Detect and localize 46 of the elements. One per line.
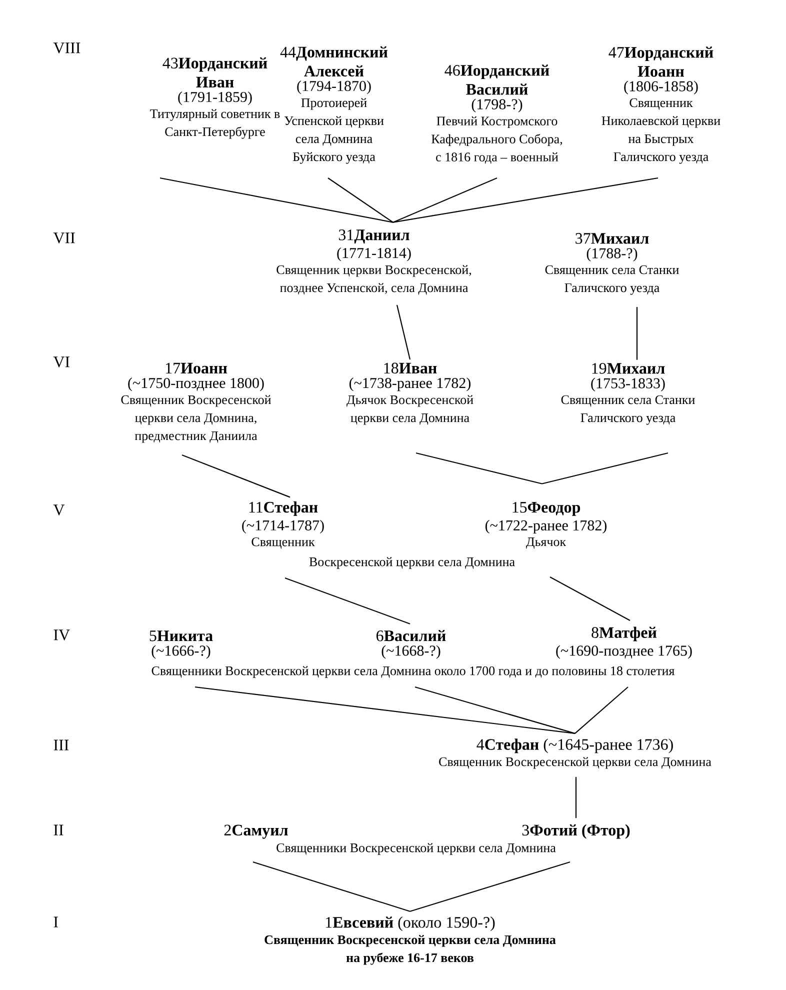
genealogy-entry: 37Михаил (1788-?) Священник села Станки Галичского уезда bbox=[545, 233, 679, 295]
genealogy-entry: 3Фотий (Фтор) bbox=[522, 824, 630, 839]
generation-numeral: III bbox=[54, 740, 69, 750]
connector-line bbox=[194, 686, 576, 734]
genealogy-entry: 43Иорданский Иван (1791-1859) Титулярный советник в Санкт-Петербурге bbox=[150, 57, 280, 139]
connector-line bbox=[284, 577, 410, 624]
generation-numeral: I bbox=[54, 916, 58, 928]
connector-line bbox=[328, 178, 394, 223]
genealogy-entry: 6Василий (~1668-?) bbox=[376, 630, 446, 659]
genealogy-entry: 1Евсевий (около 1590-?) Священник Воскресенской церкви села Домнина на рубеже 16-17 веков bbox=[264, 916, 556, 965]
genealogy-entry: 44Домнинский Алексей (1794-1870) Протоиерей Успенской церкви села Домнина Буйского уезда bbox=[280, 46, 388, 164]
connector-line bbox=[160, 177, 394, 223]
genealogy-entry: 31Даниил (1771-1814) Священник церкви Воскресенской, позднее Успенской, села Домнина bbox=[276, 230, 472, 295]
genealogy-entry: 47Иорданский Иоанн (1806-1858) Священник Николаевской церкви на Быстрых Галичского уезда bbox=[602, 46, 720, 164]
generation-numeral: II bbox=[54, 824, 64, 836]
connector-line bbox=[410, 861, 570, 912]
generation-numeral: IV bbox=[54, 630, 70, 640]
genealogy-entry: 46Иорданский Василий (1798-?) Певчий Костромского Кафедрального Собора, с 1816 года – военный bbox=[432, 64, 562, 164]
shared-caption: Священники Воскресенской церкви села Домнина bbox=[276, 843, 556, 855]
generation-numeral: VII bbox=[53, 232, 75, 244]
connector-line bbox=[416, 452, 542, 484]
connector-line bbox=[182, 454, 290, 498]
connector-line bbox=[414, 686, 576, 734]
generation-numeral: VI bbox=[53, 356, 70, 368]
genealogy-entry: 4Стефан (~1645-ранее 1736) Священник Воскресенской церкви села Домнина bbox=[439, 738, 712, 769]
connector-line bbox=[252, 861, 410, 912]
shared-caption: Священники Воскресенской церкви села Домнина около 1700 года и до половины 18 столетия bbox=[152, 666, 674, 678]
genealogy-entry: 17Иоанн (~1750-позднее 1800) Священник Воскресенской церкви села Домнина, предместник Даниила bbox=[121, 362, 271, 443]
connector-line bbox=[550, 576, 630, 621]
connector-line bbox=[575, 777, 577, 818]
genealogy-entry: 8Матфей (~1690-позднее 1765) bbox=[556, 626, 692, 659]
genealogy-entry: 11Стефан (~1714-1787) Священник bbox=[242, 501, 324, 549]
connector-line bbox=[392, 178, 498, 223]
connector-line bbox=[574, 686, 628, 734]
genealogy-entry: 18Иван (~1738-ранее 1782) Дьячок Воскресенской церкви села Домнина bbox=[346, 362, 474, 425]
genealogy-entry: 19Михаил (1753-1833) Священник села Станки Галичского уезда bbox=[561, 363, 695, 425]
genealogy-entry: 15Феодор (~1722-ранее 1782) Дьячок bbox=[485, 502, 606, 549]
generation-numeral: VIII bbox=[53, 42, 80, 54]
genealogy-entry: 2Самуил bbox=[224, 824, 288, 839]
connector-line bbox=[392, 177, 658, 223]
genealogy-entry: 5Никита (~1666-?) bbox=[150, 630, 213, 659]
connector-line bbox=[636, 307, 638, 360]
connector-line bbox=[542, 452, 668, 484]
generation-numeral: V bbox=[53, 504, 65, 516]
shared-caption: Воскресенской церкви села Домнина bbox=[309, 557, 515, 569]
connector-line bbox=[396, 304, 411, 360]
